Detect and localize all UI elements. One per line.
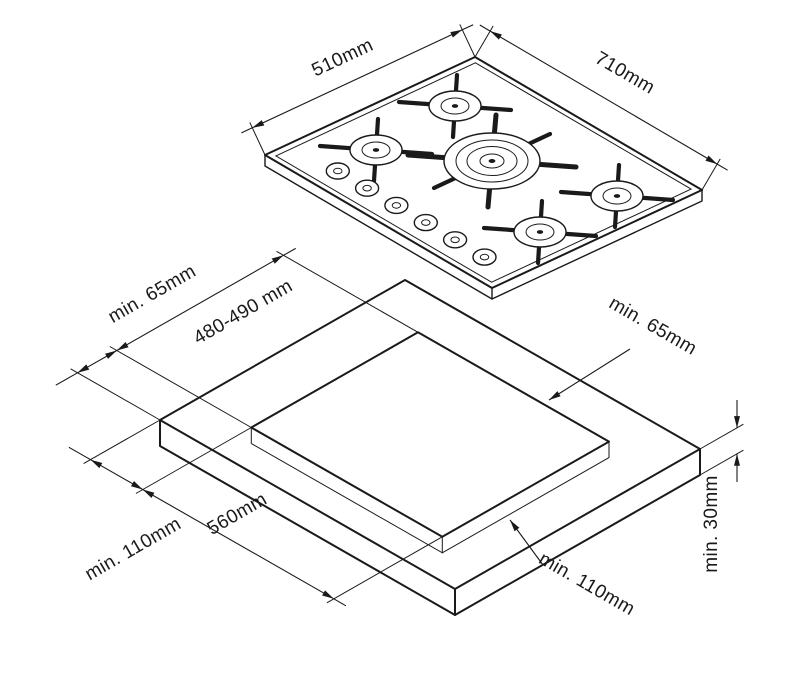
dimension-label-cutout-depth: 480-490 mm: [190, 275, 296, 349]
hob-apron: [264, 154, 703, 300]
burner-left: [317, 116, 435, 184]
worktop-dimensions: min. 65mm 480-490 mm min. 110mm 560mm mi…: [55, 247, 744, 620]
dimension-label-left-clearance: min. 110mm: [82, 513, 185, 585]
dimension-510: 510mm: [241, 24, 476, 156]
burner-wok-center: [405, 112, 579, 210]
dimension-label-cutout-width: 560mm: [204, 489, 271, 540]
dimension-label-front-clearance: min. 65mm: [105, 261, 200, 328]
dimension-65-front-and-480: min. 65mm 480-490 mm: [55, 247, 419, 428]
dimension-65-rear: min. 65mm: [548, 293, 700, 401]
dimension-label-right-clearance: min. 110mm: [535, 548, 638, 620]
worktop-outline: [159, 279, 701, 590]
dimension-label-worktop-thickness: min. 30mm: [701, 475, 722, 573]
cutout-outline: [250, 331, 610, 538]
worktop-drawing: [159, 279, 701, 616]
control-knobs: [325, 162, 497, 266]
dimension-110-left-and-560: min. 110mm 560mm: [68, 419, 443, 607]
burner-front: [481, 198, 599, 266]
dimension-label-rear-clearance: min. 65mm: [605, 293, 700, 360]
cutout-inner-walls: [250, 427, 610, 554]
dimension-label-hob-width: 710mm: [591, 48, 658, 99]
dimension-30-thickness: min. 30mm: [699, 400, 744, 573]
dimension-110-right: min. 110mm: [509, 519, 638, 620]
burner-right: [558, 162, 676, 230]
hob-drawing: [264, 56, 703, 300]
